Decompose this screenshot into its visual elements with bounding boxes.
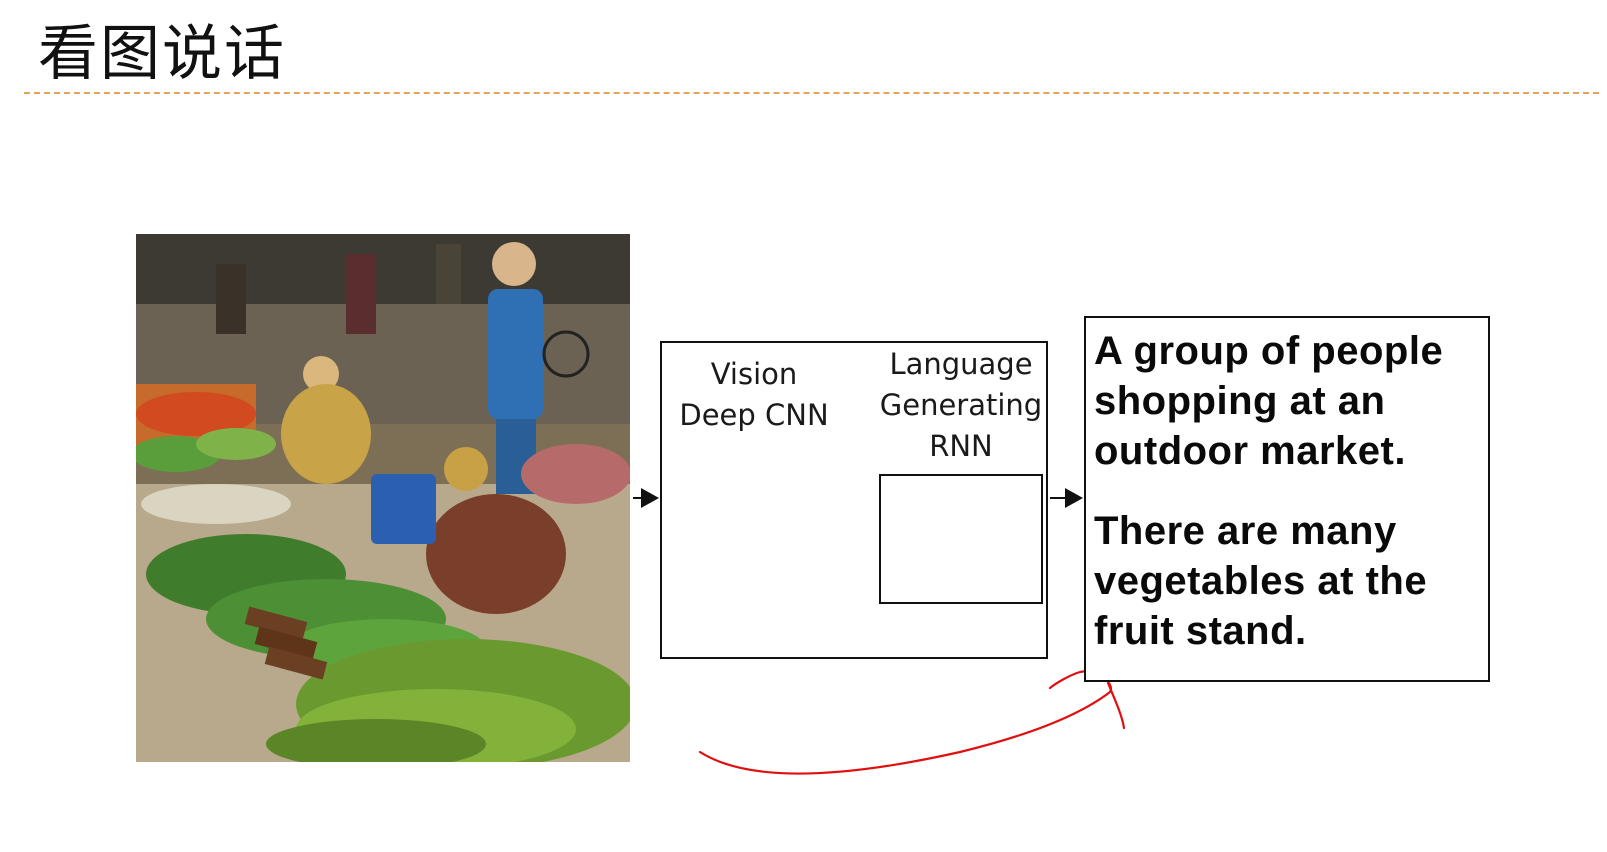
slide-title: 看图说话 [38, 19, 286, 89]
language-label-line1: Language [889, 347, 1033, 381]
market-photo [136, 234, 630, 762]
language-label-line3: RNN [929, 429, 993, 463]
language-label-line2: Generating [879, 388, 1043, 422]
rnn-box [879, 474, 1043, 604]
language-rnn-label: Language Generating RNN [872, 344, 1050, 467]
vision-label-line2: Deep CNN [679, 398, 829, 432]
caption-box: A group of people shopping at an outdoor… [1084, 316, 1490, 682]
caption-sentence-2: There are many vegetables at the fruit s… [1094, 509, 1428, 653]
red-annotation-stroke [698, 670, 1126, 775]
vision-label-line1: Vision [710, 357, 798, 391]
caption-sentence-1: A group of people shopping at an outdoor… [1094, 329, 1444, 473]
title-divider [24, 92, 1599, 94]
vision-cnn-label: Vision Deep CNN [664, 354, 844, 436]
